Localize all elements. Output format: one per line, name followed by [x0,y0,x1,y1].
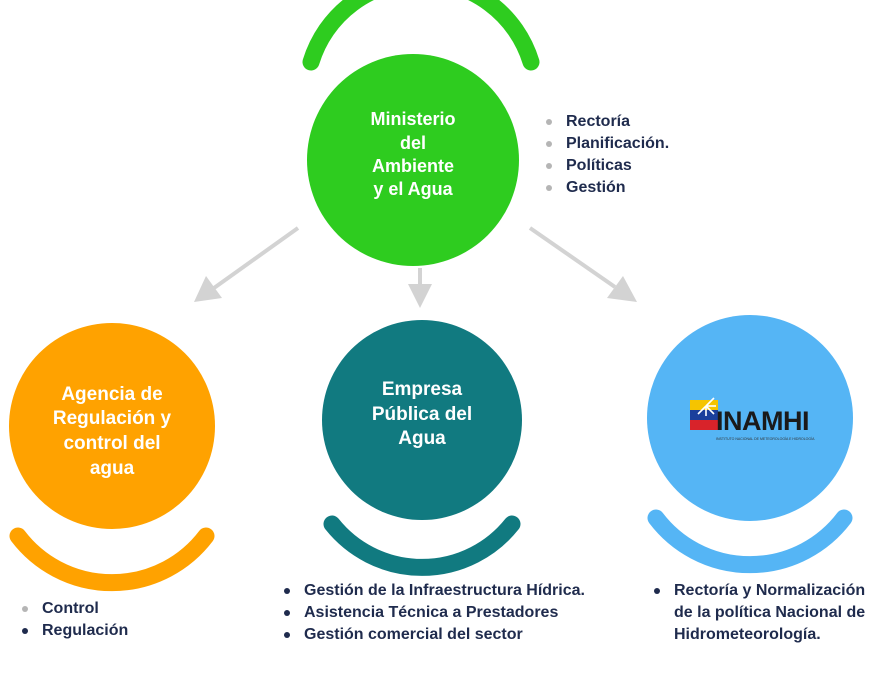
middle-bottom-arc [323,515,521,576]
middle-node-label: Empresa Pública del Agua [371,378,473,450]
bullet-icon [22,606,28,612]
list-item: Control [20,598,220,620]
middle-node-list: Gestión de la Infraestructura Hídrica. A… [282,580,612,646]
right-circle [647,315,853,521]
list-item: Planificación. [544,133,764,155]
inamhi-logo: INAMHI INSTITUTO NACIONAL DE METEOROLOGÍ… [690,392,820,450]
inamhi-logo-name: INAMHI [716,406,810,436]
list-item: Gestión [544,177,764,199]
bullet-icon [284,588,290,594]
list-item: Asistencia Técnica a Prestadores [282,602,612,624]
bullet-icon [284,632,290,638]
list-item: Rectoría y Normalización de la política … [652,580,880,646]
bullet-icon [22,628,28,634]
bullet-icon [546,163,552,169]
left-node-list: Control Regulación [20,598,220,642]
list-item: Regulación [20,620,220,642]
bullet-icon [284,610,290,616]
middle-circle [322,320,522,520]
left-bottom-arc [9,527,215,592]
bullet-icon [546,141,552,147]
right-bottom-arc [647,509,853,574]
list-item: Gestión de la Infraestructura Hídrica. [282,580,612,602]
arrow-right [528,226,637,302]
list-item: Gestión comercial del sector [282,624,612,646]
right-node-list: Rectoría y Normalización de la política … [652,580,880,646]
center-top-arc [302,0,540,71]
list-item: Políticas [544,155,764,177]
bullet-icon [654,588,660,594]
center-circle [307,54,519,266]
inamhi-emblem [690,397,718,430]
center-node-list: Rectoría Planificación. Políticas Gestió… [544,111,764,199]
bullet-icon [546,119,552,125]
arrow-left [194,226,300,302]
center-node-label: Ministerio del Ambiente y el Agua [370,109,456,200]
left-circle [9,323,215,529]
arrow-middle [408,268,432,308]
inamhi-logo-subtitle: INSTITUTO NACIONAL DE METEOROLOGÍA E HID… [716,437,815,441]
left-node-label: Agencia de Regulación y control del agua [52,383,172,479]
bullet-icon [546,185,552,191]
list-item: Rectoría [544,111,764,133]
